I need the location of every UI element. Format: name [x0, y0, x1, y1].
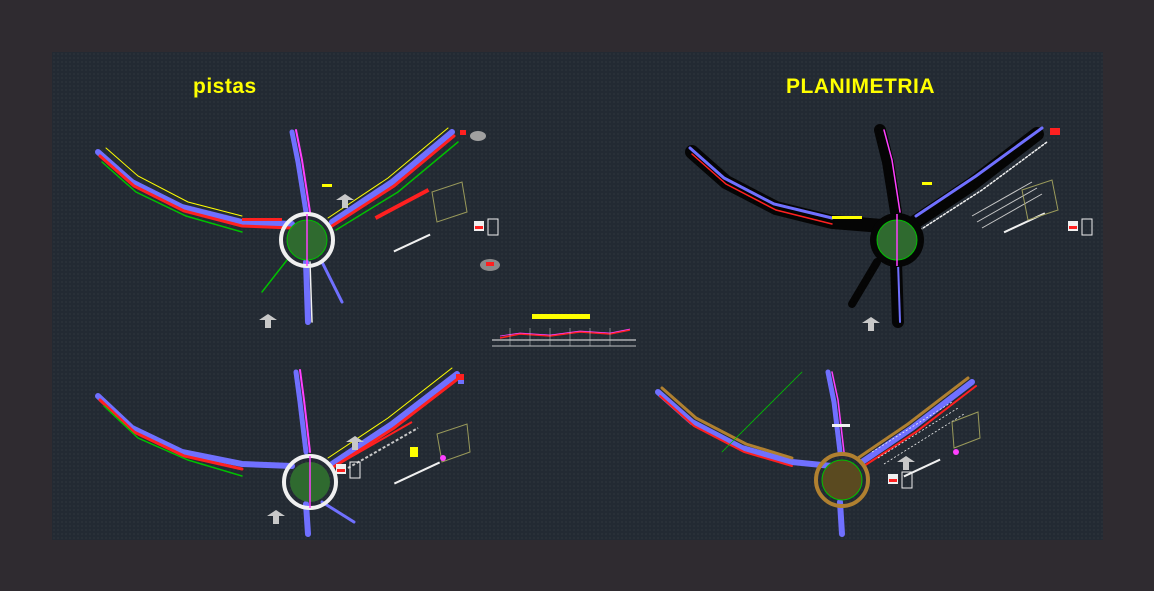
car-icon [1050, 128, 1060, 135]
longitudinal-profile[interactable] [490, 314, 640, 350]
north-arrow-icon [346, 436, 364, 450]
legend-icon [888, 471, 913, 489]
car-icon [460, 130, 486, 141]
sheet-title-planimetria: PLANIMETRIA [786, 75, 935, 98]
road-plan-top-right[interactable] [682, 112, 1062, 352]
legend-icon [336, 461, 361, 479]
legend-icon [474, 218, 499, 236]
car-icon [456, 374, 464, 384]
road-plan-bottom-left[interactable] [92, 352, 472, 537]
north-arrow-icon [267, 510, 285, 524]
road-plan-bottom-right[interactable] [652, 352, 982, 537]
north-arrow-icon [259, 314, 277, 328]
cad-drawing-canvas[interactable]: pistas PLANIMETRIA [52, 52, 1103, 540]
north-arrow-icon [897, 456, 915, 470]
car-icon [480, 259, 500, 271]
road-plan-top-left[interactable] [92, 112, 472, 352]
legend-icon [1068, 218, 1093, 236]
sheet-title-pistas: pistas [193, 75, 257, 98]
north-arrow-icon [862, 317, 880, 331]
north-arrow-icon [336, 194, 354, 208]
